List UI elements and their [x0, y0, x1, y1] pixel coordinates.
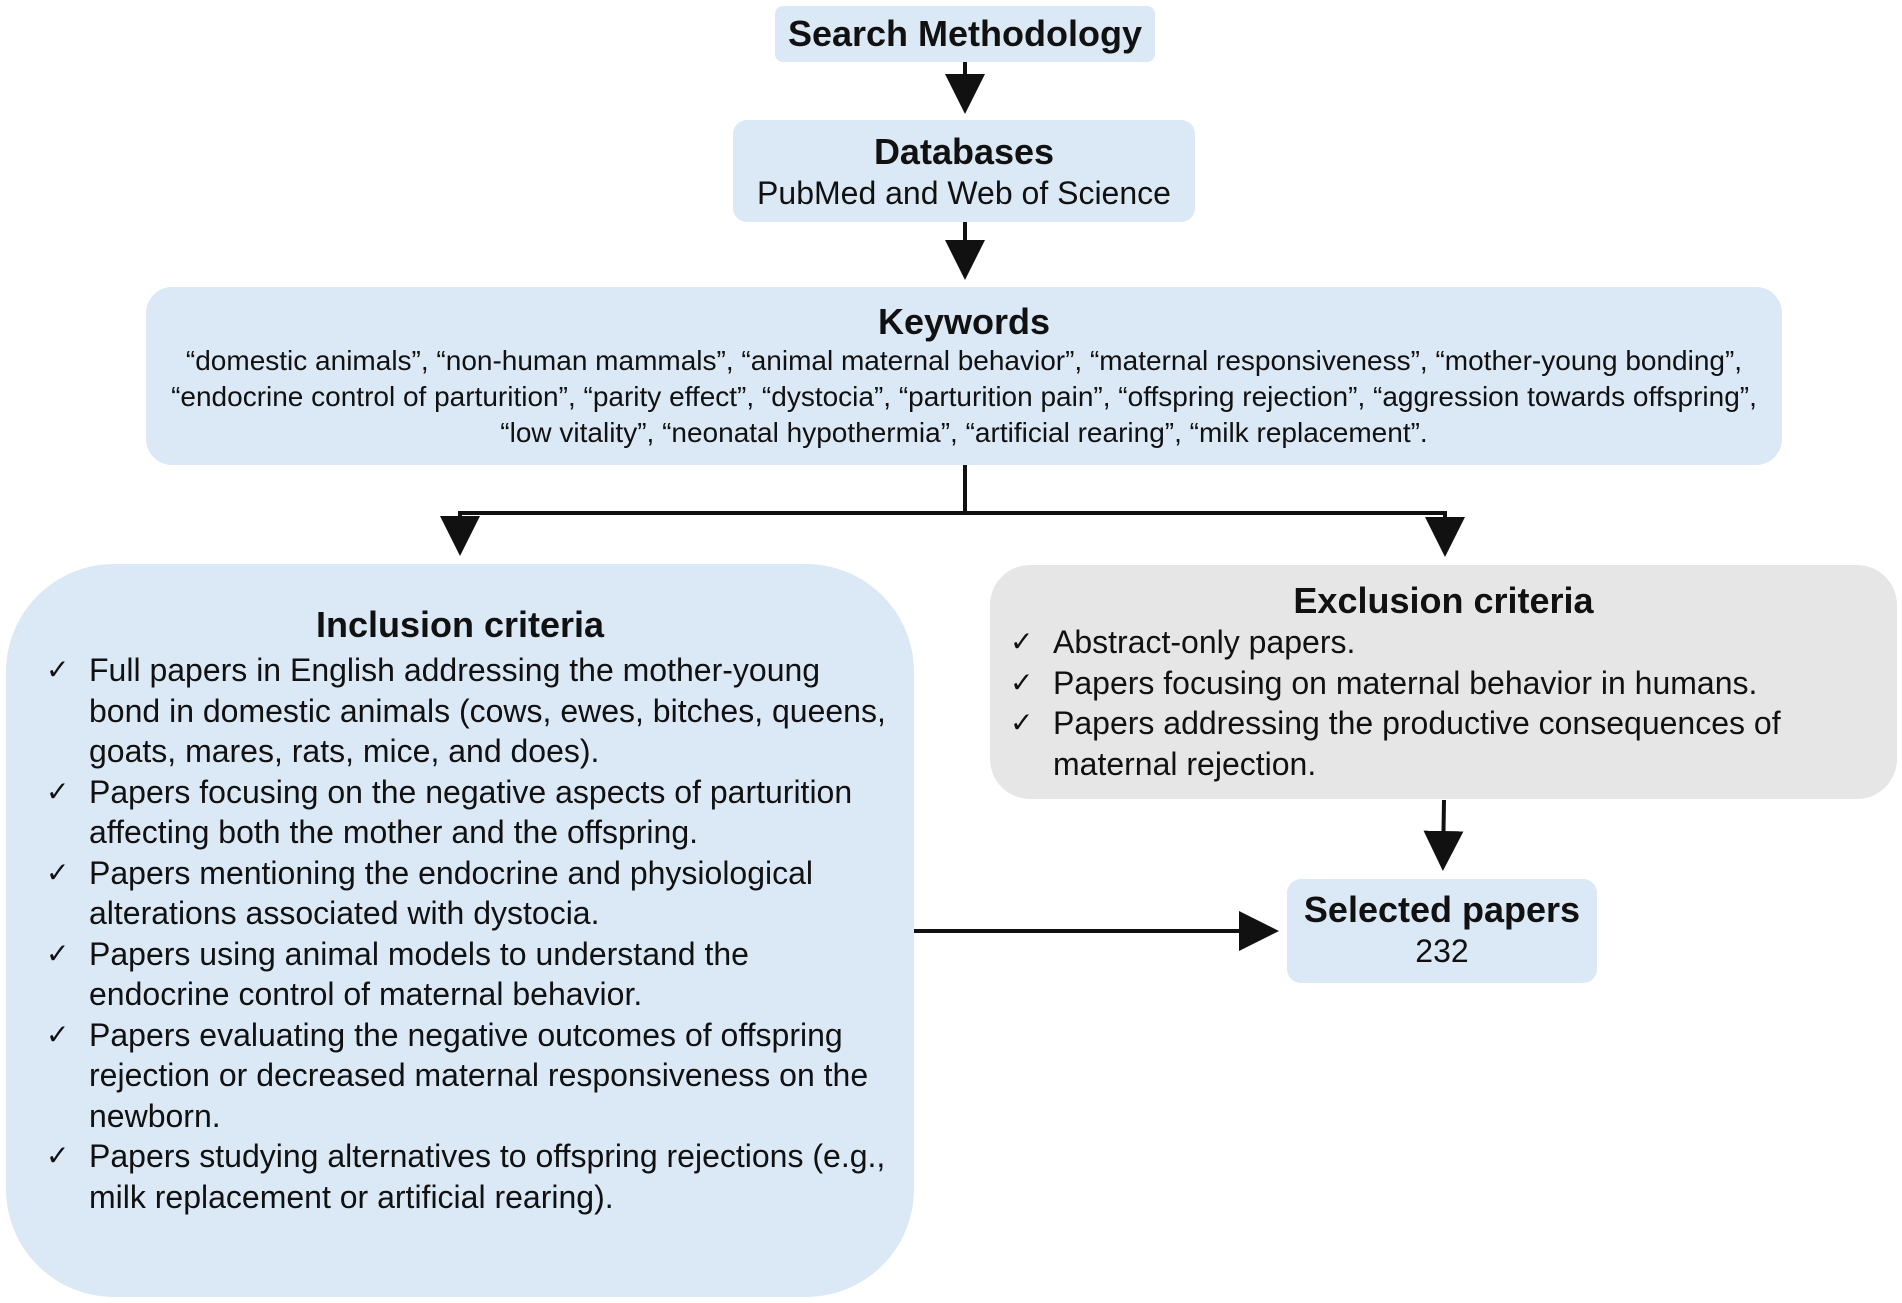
- inclusion-item-text: Papers mentioning the endocrine and phys…: [89, 854, 814, 932]
- checkmark-icon: ✓: [1010, 625, 1034, 658]
- checkmark-icon: ✓: [46, 936, 70, 970]
- inclusion-item-text: Papers focusing on the negative aspects …: [89, 773, 853, 851]
- checkmark-icon: ✓: [46, 855, 70, 889]
- inclusion-item: ✓ Papers mentioning the endocrine and phy…: [46, 853, 894, 934]
- databases-title: Databases: [873, 131, 1055, 172]
- search-methodology-box: Search Methodology: [775, 6, 1155, 62]
- inclusion-item-text: Papers studying alternatives to offsprin…: [89, 1138, 886, 1215]
- inclusion-item: ✓ Papers studying alternatives to offspri…: [46, 1136, 894, 1217]
- inclusion-criteria-title: Inclusion criteria: [315, 604, 605, 645]
- exclusion-criteria-box: Exclusion criteria ✓ Abstract-only papers…: [990, 565, 1897, 799]
- inclusion-item: ✓ Full papers in English addressing the m…: [46, 650, 894, 772]
- inclusion-item-text: Papers using animal models to understand…: [89, 935, 749, 1013]
- inclusion-criteria-list: ✓ Full papers in English addressing the m…: [6, 650, 914, 1217]
- exclusion-criteria-title: Exclusion criteria: [1293, 580, 1594, 621]
- arrow-exclusion-to-selected: [1423, 799, 1464, 871]
- checkmark-icon: ✓: [46, 1139, 70, 1172]
- keywords-text: “domestic animals”, “non-human mammals”,…: [171, 345, 1757, 448]
- inclusion-item-text: Full papers in English addressing the mo…: [89, 652, 886, 769]
- inclusion-item-text: Papers evaluating the negative outcomes …: [89, 1016, 869, 1134]
- arrow-keywords-split: [460, 465, 1445, 515]
- exclusion-criteria-list: ✓ Abstract-only papers. ✓ Papers focusing …: [990, 622, 1897, 784]
- selected-papers-count: 232: [1415, 933, 1469, 969]
- exclusion-item: ✓ Papers addressing the productive conseq…: [1010, 703, 1877, 784]
- checkmark-icon: ✓: [46, 774, 70, 808]
- checkmark-icon: ✓: [1010, 665, 1034, 699]
- selected-papers-title: Selected papers: [1303, 889, 1581, 930]
- databases-box: Databases PubMed and Web of Science: [733, 120, 1195, 222]
- checkmark-icon: ✓: [46, 1017, 70, 1051]
- databases-subtitle: PubMed and Web of Science: [757, 175, 1171, 211]
- exclusion-item-text: Papers addressing the productive consequ…: [1053, 705, 1781, 782]
- checkmark-icon: ✓: [46, 653, 70, 686]
- exclusion-item: ✓ Abstract-only papers.: [1010, 622, 1877, 663]
- keywords-title: Keywords: [877, 301, 1051, 342]
- selected-papers-box: Selected papers 232: [1287, 879, 1597, 983]
- exclusion-item-text: Abstract-only papers.: [1053, 624, 1356, 660]
- inclusion-item: ✓ Papers using animal models to understan…: [46, 934, 894, 1015]
- inclusion-item: ✓ Papers focusing on the negative aspects…: [46, 772, 894, 853]
- search-methodology-title: Search Methodology: [787, 13, 1143, 54]
- keywords-box: Keywords “domestic animals”, “non-human …: [146, 287, 1782, 465]
- inclusion-item: ✓ Papers evaluating the negative outcomes…: [46, 1015, 894, 1137]
- exclusion-item: ✓ Papers focusing on maternal behavior in…: [1010, 663, 1877, 704]
- checkmark-icon: ✓: [1010, 706, 1034, 739]
- exclusion-item-text: Papers focusing on maternal behavior in …: [1053, 664, 1758, 701]
- inclusion-criteria-box: Inclusion criteria ✓ Full papers in Engli…: [6, 564, 914, 1297]
